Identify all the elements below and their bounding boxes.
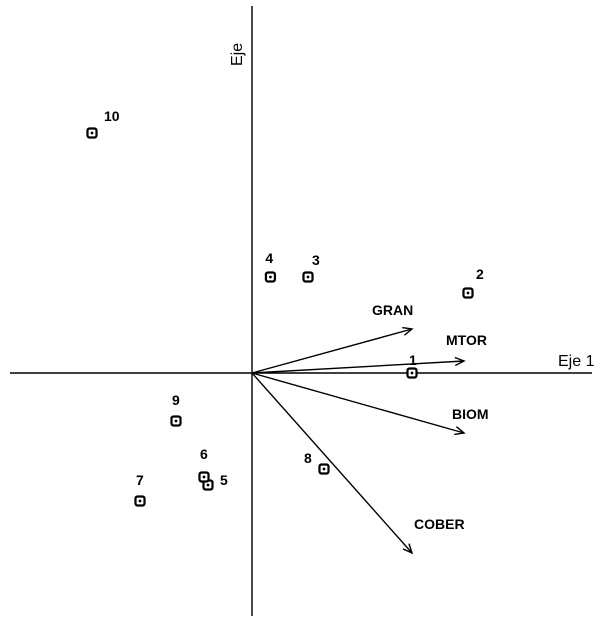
- point-marker-dot-7: [138, 499, 142, 503]
- x-axis-label: Eje 1: [558, 353, 595, 370]
- point-label-1: 1: [409, 352, 417, 368]
- point-marker-dot-5: [206, 483, 210, 487]
- point-label-6: 6: [200, 446, 208, 462]
- point-label-2: 2: [476, 266, 484, 282]
- vector-label-gran: GRAN: [372, 302, 413, 318]
- point-marker-dot-3: [306, 275, 310, 279]
- point-marker-dot-10: [90, 131, 94, 135]
- point-label-3: 3: [312, 252, 320, 268]
- point-group: 1 2 3 4 56 7 8 9 10: [86, 108, 484, 507]
- vector-line-biom: [251, 372, 465, 434]
- point-marker-dot-2: [466, 291, 470, 295]
- vector-group: GRAN MTOR BIOM COBER: [251, 302, 489, 555]
- point-label-7: 7: [136, 472, 144, 488]
- point-label-8: 8: [304, 450, 312, 466]
- vector-arrowhead-cober: [402, 543, 414, 555]
- point-marker-dot-6: [202, 475, 206, 479]
- point-label-10: 10: [104, 108, 120, 124]
- vector-label-mtor: MTOR: [446, 332, 487, 348]
- point-marker-dot-4: [269, 275, 272, 279]
- vector-arrowhead-mtor: [454, 356, 466, 367]
- vector-line-mtor: [251, 360, 465, 374]
- vector-line-cober: [251, 372, 413, 554]
- vector-label-biom: BIOM: [452, 406, 489, 422]
- vector-label-cober: COBER: [414, 516, 465, 532]
- point-marker-dot-8: [322, 467, 326, 471]
- vector-arrowhead-gran: [402, 326, 414, 336]
- point-marker-dot-9: [174, 419, 178, 423]
- point-label-9: 9: [172, 392, 180, 408]
- point-label-5: 5: [220, 472, 228, 488]
- vector-arrowhead-biom: [454, 426, 466, 436]
- y-axis-label: Eje: [229, 43, 246, 66]
- point-label-4: 4: [265, 250, 273, 266]
- point-marker-dot-1: [410, 371, 414, 375]
- vector-line-gran: [251, 328, 413, 374]
